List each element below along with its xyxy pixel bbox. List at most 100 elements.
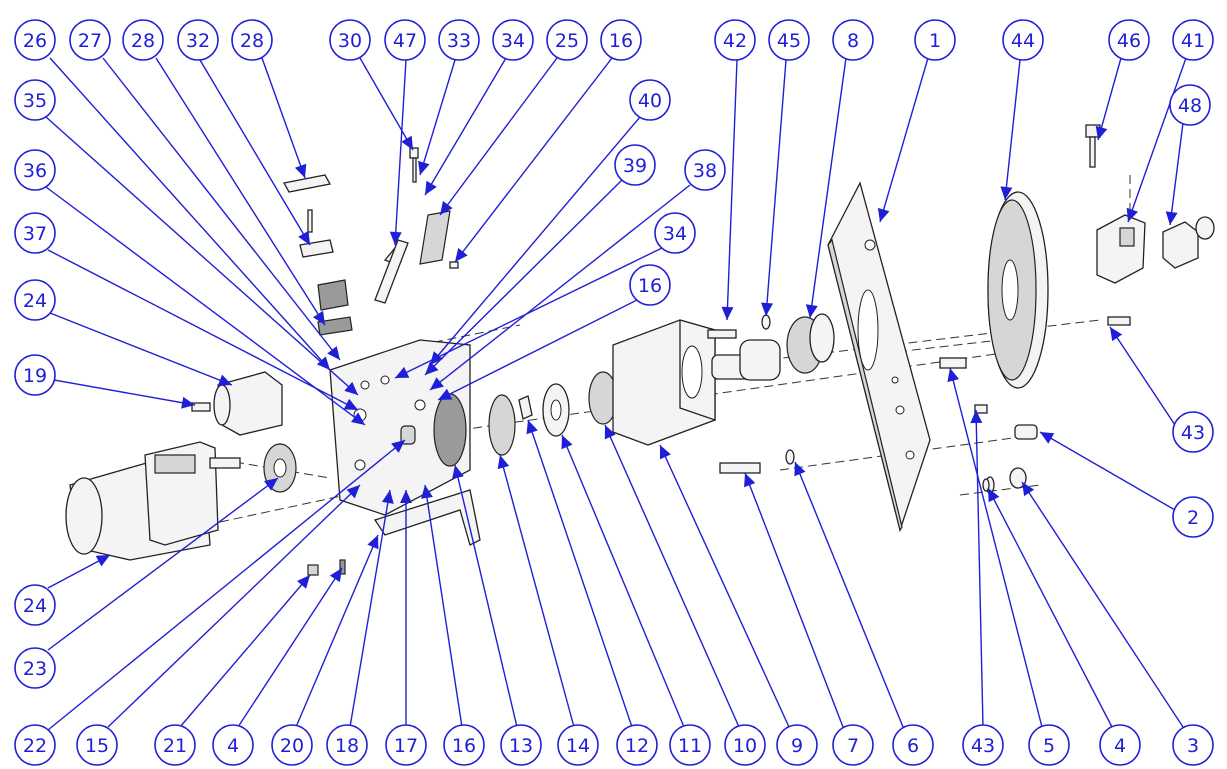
balloon-circle	[669, 724, 711, 766]
balloon-label: 21	[163, 735, 187, 757]
leader-line-6	[794, 461, 904, 728]
balloon-9: 9	[776, 724, 818, 766]
balloon-circle	[14, 647, 56, 689]
leader-line-41	[1127, 57, 1187, 223]
leader-arrowhead-34	[395, 366, 410, 378]
balloon-circle	[14, 354, 56, 396]
balloon-label: 10	[733, 735, 757, 757]
balloon-19: 19	[14, 354, 56, 396]
leader-arrowhead-35	[344, 381, 358, 395]
balloon-circle	[892, 724, 934, 766]
balloon-label: 1	[929, 30, 941, 52]
balloon-14: 14	[557, 724, 599, 766]
leader-arrowhead-48	[1165, 211, 1178, 225]
balloon-17: 17	[385, 724, 427, 766]
leader-arrowhead-43	[970, 410, 983, 424]
balloon-39: 39	[614, 144, 656, 186]
balloon-label: 27	[78, 30, 102, 52]
leader-arrowhead-16	[421, 485, 433, 499]
balloon-37: 37	[14, 212, 56, 254]
leader-arrowhead-1	[877, 207, 890, 222]
balloon-34: 34	[654, 212, 696, 254]
balloon-label: 24	[23, 290, 47, 312]
balloon-circle	[557, 724, 599, 766]
small-fasteners	[307, 478, 990, 576]
balloon-label: 20	[280, 735, 304, 757]
balloon-20: 20	[271, 724, 313, 766]
leader-arrowhead-3	[1022, 482, 1035, 497]
gearbox-block	[191, 371, 283, 436]
balloon-4: 4	[212, 724, 254, 766]
balloon-28: 28	[122, 19, 164, 61]
leader-arrowhead-16	[438, 388, 453, 400]
leader-arrowhead-38	[430, 377, 444, 390]
leader-arrowhead-28	[294, 163, 307, 178]
balloon-circle	[724, 724, 766, 766]
leader-line-43	[975, 409, 984, 728]
leader-arrowhead-23	[263, 478, 278, 491]
leader-arrowhead-21	[296, 575, 310, 589]
leader-arrowhead-17	[400, 490, 412, 503]
leader-arrowhead-46	[1095, 125, 1108, 140]
leader-arrowhead-42	[721, 306, 734, 320]
leader-arrowhead-4	[988, 488, 1000, 503]
balloon-circle	[122, 19, 164, 61]
leader-arrowhead-24	[95, 555, 110, 567]
balloon-7: 7	[832, 724, 874, 766]
leader-arrowhead-15	[346, 485, 360, 499]
leader-line-21	[179, 574, 311, 728]
balloon-label: 18	[335, 735, 359, 757]
balloon-47: 47	[384, 19, 426, 61]
balloon-circle	[500, 724, 542, 766]
leader-line-13	[454, 464, 518, 728]
leader-line-5	[949, 367, 1043, 728]
balloon-10: 10	[724, 724, 766, 766]
leader-line-7	[744, 472, 844, 728]
balloon-circle	[14, 212, 56, 254]
balloon-circle	[177, 19, 219, 61]
leader-arrowhead-33	[418, 160, 430, 175]
leader-line-1	[879, 57, 929, 223]
balloon-label: 15	[85, 735, 109, 757]
balloon-circle	[546, 19, 588, 61]
balloon-circle	[1172, 496, 1214, 538]
leader-line-2	[1039, 431, 1176, 511]
balloon-circle	[69, 19, 111, 61]
leader-arrowhead-43	[1110, 327, 1123, 342]
leader-line-8	[809, 57, 847, 319]
balloon-label: 22	[23, 735, 47, 757]
balloon-label: 16	[638, 275, 662, 297]
leader-arrowhead-34	[425, 180, 437, 195]
balloon-23: 23	[14, 647, 56, 689]
balloon-circle	[14, 584, 56, 626]
leader-line-4	[987, 487, 1113, 728]
balloon-label: 30	[338, 30, 362, 52]
balloon-label: 19	[23, 365, 47, 387]
balloon-12: 12	[616, 724, 658, 766]
balloon-label: 33	[447, 30, 471, 52]
balloon-circle	[326, 724, 368, 766]
balloon-label: 5	[1043, 735, 1055, 757]
balloon-6: 6	[892, 724, 934, 766]
balloon-24: 24	[14, 279, 56, 321]
balloon-48: 48	[1169, 84, 1211, 126]
balloon-label: 24	[23, 595, 47, 617]
balloon-label: 38	[693, 160, 717, 182]
balloon-43: 43	[962, 724, 1004, 766]
balloon-1: 1	[914, 19, 956, 61]
leader-line-37	[47, 249, 359, 411]
leader-arrowhead-32	[298, 230, 310, 245]
balloon-label: 4	[1114, 735, 1126, 757]
hand-wheel	[987, 191, 1049, 389]
balloon-circle	[1172, 411, 1214, 453]
leader-line-28	[261, 57, 306, 179]
balloon-label: 34	[501, 30, 525, 52]
balloon-25: 25	[546, 19, 588, 61]
balloon-label: 45	[777, 30, 801, 52]
balloon-26: 26	[14, 19, 56, 61]
leader-line-24	[49, 312, 233, 386]
balloon-label: 12	[625, 735, 649, 757]
balloon-24: 24	[14, 584, 56, 626]
clamp-assembly	[1085, 124, 1215, 284]
leader-line-27	[102, 57, 341, 361]
